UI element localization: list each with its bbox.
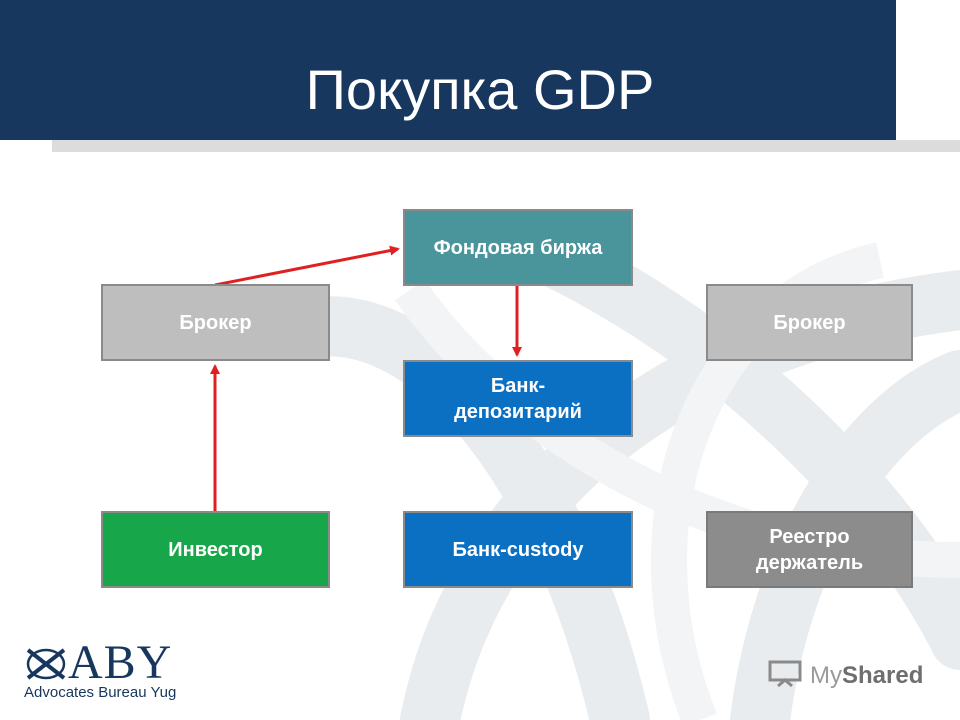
aby-logo-name: ABY <box>68 636 173 689</box>
title-banner <box>0 0 896 140</box>
watermark-text-a: My <box>810 662 842 689</box>
node-bank-depository-label: Банк- депозитарий <box>454 374 582 423</box>
watermark-text: MyShared <box>810 662 923 690</box>
aby-logo-subtitle: Advocates Bureau Yug <box>24 684 177 701</box>
node-registrar: Реестро держатель <box>706 511 913 588</box>
aby-logo: ABY Advocates Bureau Yug <box>24 638 204 706</box>
node-broker-left-label: Брокер <box>179 311 252 334</box>
slide-title: Покупка GDP <box>305 58 655 121</box>
node-registrar-label: Реестро держатель <box>755 525 864 574</box>
node-stock-exchange-label: Фондовая биржа <box>433 236 603 259</box>
title-underline <box>52 140 960 152</box>
myshared-watermark: MyShared <box>768 660 938 700</box>
node-broker-right: Брокер <box>706 284 913 361</box>
node-investor-label: Инвестор <box>168 538 263 561</box>
node-broker-right-label: Брокер <box>773 311 846 334</box>
node-stock-exchange: Фондовая биржа <box>403 209 633 286</box>
aby-logo-mark-icon <box>26 648 66 680</box>
node-bank-custody: Банк-custody <box>403 511 633 588</box>
watermark-text-b: Shared <box>842 662 924 689</box>
presentation-screen-icon <box>768 660 802 688</box>
node-broker-left: Брокер <box>101 284 330 361</box>
node-investor: Инвестор <box>101 511 330 588</box>
node-bank-depository: Банк- депозитарий <box>403 360 633 437</box>
node-bank-custody-label: Банк-custody <box>452 538 584 561</box>
